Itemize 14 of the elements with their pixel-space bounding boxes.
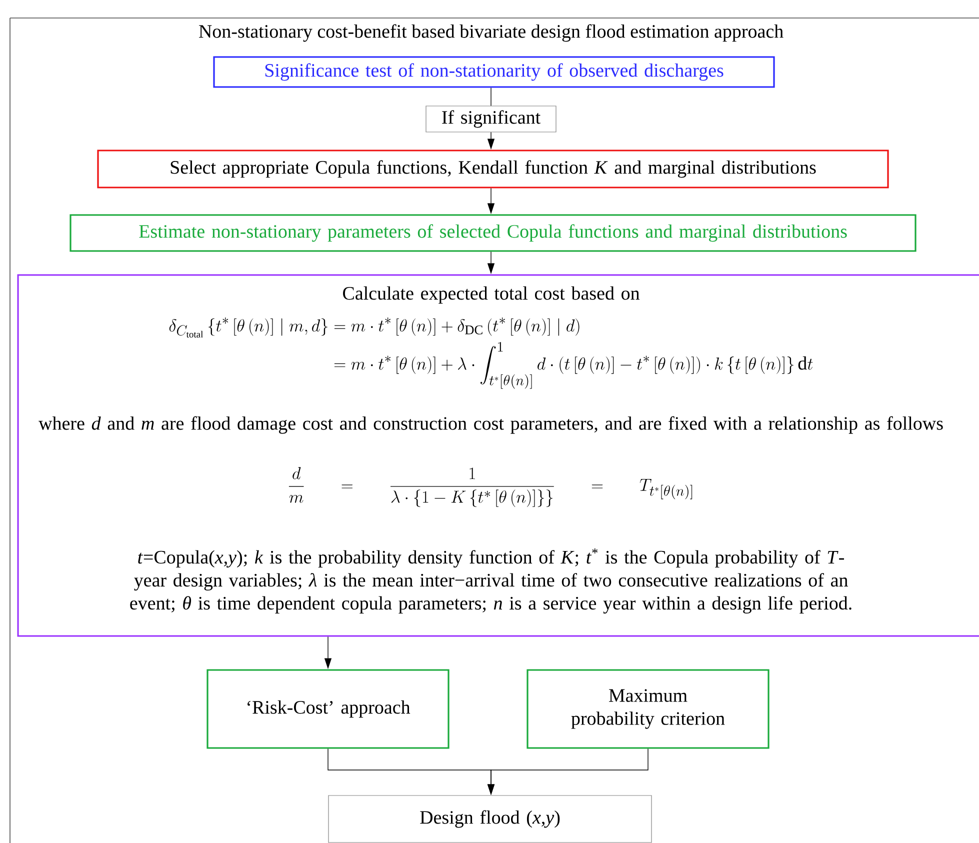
- method-box: Maximum probability criterion: [526, 669, 770, 749]
- ratio-equation: $\frac{d}{m}=\frac{1}{\lambda\cdot\left\{1-K\left\{t^{*}\left[\theta\left(n\right)\right]\right\}\right\}}=T_{t^{*}\left[\theta(n)\right]}$: [288, 467, 692, 507]
- method-box: ‘Risk-Cost’ approach: [206, 669, 450, 749]
- condition-box: If significant: [426, 106, 556, 132]
- diagram-title: Non-stationary cost-benefit based bivariate design flood estimation approach: [199, 24, 784, 42]
- process-panel: [17, 274, 979, 637]
- process-box: Significance test of non-stationarity of observed discharges: [213, 56, 775, 88]
- node-heading: Calculate expected total cost based on: [343, 286, 640, 304]
- body-text: t=Copula(x,y); k is the probability density function of K; t$^{*}$ is the Copula probability of T-year design variables; λ is the mean inter−arrival time of two consecutive realizations of an event; θ is time dependent copula parameters; n is a service year within a design life period.: [130, 548, 852, 614]
- cost-equation: $\begin{aligned}\delta_{C_{\mathrm{total}}}\left\{t^{*}\left[\theta\left(n\right)\right]\mid m,d\right\} &= m\cdot t^{*}\left[\theta\left(n\right)\right]+\delta_{\mathrm{DC}}\left(t^{*}\left[\theta\left(n\right)\right]\mid d\right)\\ &= m\cdot t^{*}\left[\theta\left(n\right)\right]+\lambda\cdot\int_{t^{*}\left[\theta(n)\right]}^{1} d\cdot\left(t\left[\theta\left(n\right)\right]-t^{*}\left[\theta\left(n\right)\right]\right)\cdot k\left\{t\left[\theta\left(n\right)\right]\right\}\mathrm{d}t\end{aligned}$: [169, 318, 813, 389]
- process-box: Estimate non-stationary parameters of selected Copula functions and marginal distributions: [70, 214, 916, 252]
- body-text: where d and m are flood damage cost and construction cost parameters, and are fixed with a relationship as follows: [38, 416, 943, 434]
- process-box: Select appropriate Copula functions, Kendall function K and marginal distributions: [97, 150, 889, 188]
- result-box: Design flood (x,y): [328, 795, 652, 843]
